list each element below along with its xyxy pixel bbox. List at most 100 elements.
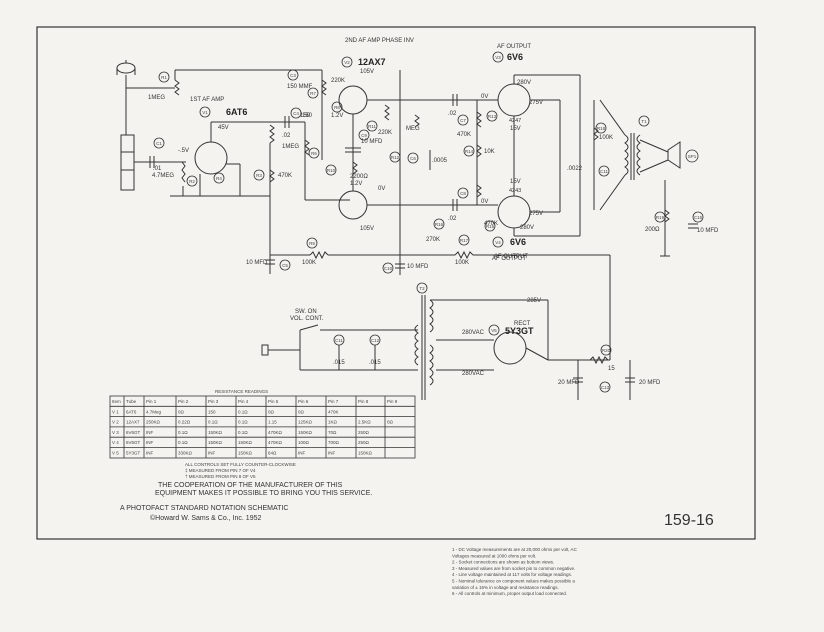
table-header-cell: Pin 5 (268, 399, 279, 404)
svg-text:470K: 470K (484, 221, 498, 227)
svg-text:4.7MEG: 4.7MEG (152, 173, 174, 179)
footnote-line: 1 - DC Voltage measurements are at 20,00… (452, 547, 578, 552)
v2-role: 2ND AF AMP PHASE INV (345, 38, 414, 44)
table-cell: 0.1Ω (238, 430, 248, 435)
svg-text:C10: C10 (384, 266, 393, 271)
svg-text:.02: .02 (282, 133, 291, 139)
svg-text:280VAC: 280VAC (462, 371, 485, 377)
svg-text:.015: .015 (369, 360, 381, 366)
v2-section: 2ND AF AMP PHASE INV 12AX7 V2 105V 220K … (302, 38, 448, 260)
svg-text:.0022: .0022 (567, 166, 583, 172)
svg-text:270K: 270K (426, 237, 440, 243)
schematic-frame (36, 26, 756, 540)
svg-text:R14: R14 (465, 149, 474, 154)
table-cell: 0Ω (298, 409, 305, 414)
table-cell: 1KΩ (328, 420, 338, 425)
svg-text:.02: .02 (448, 111, 457, 117)
svg-text:100K: 100K (455, 260, 469, 266)
table-cell: 150KΩ (238, 451, 253, 456)
svg-text:0V: 0V (378, 186, 385, 192)
table-cell: 6V6GT (126, 440, 141, 445)
output-section: AF OUTPUT 6V6 V3 280V 275V 15V 0V 4247 1… (382, 44, 719, 360)
table-cell: 5Y3GT (126, 451, 141, 456)
svg-text:C12: C12 (371, 338, 380, 343)
output-transformer-icon (624, 134, 629, 176)
v5-tube-icon (493, 331, 527, 365)
svg-text:10 MFD: 10 MFD (361, 139, 383, 145)
table-cell: 125KΩ (298, 420, 313, 425)
table-header-cell: Pin 8 (358, 399, 369, 404)
table-cell: 64Ω (268, 451, 277, 456)
svg-text:150: 150 (300, 113, 311, 119)
svg-text:R13: R13 (488, 114, 497, 119)
table-cell: 150KΩ (208, 430, 223, 435)
table-header-cell: Pin 4 (238, 399, 249, 404)
power-plug-icon (261, 344, 269, 356)
svg-text:0V: 0V (481, 94, 488, 100)
v4-type: 6V6 (510, 237, 526, 247)
table-cell: 250Ω (358, 440, 370, 445)
v1-tube-icon (194, 141, 228, 175)
svg-text:R15: R15 (486, 224, 495, 229)
table-header-cell: Pin 3 (208, 399, 219, 404)
svg-text:C4: C4 (293, 111, 299, 116)
svg-text:200Ω: 200Ω (645, 227, 660, 233)
svg-text:.02: .02 (448, 216, 457, 222)
v2b-tube-icon (338, 190, 368, 220)
table-cell: V 1 (112, 409, 119, 414)
standard-notation: A PHOTOFACT STANDARD NOTATION SCHEMATIC (120, 505, 288, 512)
table-cell: 0.1Ω (238, 409, 248, 414)
footnote-line: 6 - All controls at minimum, proper outp… (452, 591, 567, 596)
svg-text:-.5V: -.5V (178, 148, 189, 154)
svg-text:100K: 100K (599, 135, 613, 141)
svg-text:R18: R18 (597, 126, 606, 131)
svg-text:280VAC: 280VAC (462, 330, 485, 336)
v3-type: 6V6 (507, 52, 523, 62)
svg-text:4243: 4243 (509, 188, 521, 194)
table-cell: 0.22Ω (178, 420, 191, 425)
table-cell: 250KΩ (146, 420, 161, 425)
footnotes: 1 - DC Voltage measurements are at 20,00… (452, 547, 578, 596)
v1-section: R1 1MEG C1 .01 4.7MEG R2 6AT6 1ST AF AMP… (116, 60, 400, 274)
svg-text:275V: 275V (529, 100, 543, 106)
table-header-cell: Pin 7 (328, 399, 339, 404)
table-cell: 0.1Ω (178, 430, 188, 435)
r1-value: 1MEG (148, 95, 165, 101)
footnote-line: 2 - Socket connections are shown as bott… (452, 560, 554, 565)
table-cell: 12AX7 (126, 420, 140, 425)
svg-text:1.2V: 1.2V (350, 181, 362, 187)
v4-role: AF OUTPUT (492, 256, 526, 262)
table-cell: 70Ω (328, 430, 337, 435)
v4-tube-icon (497, 195, 531, 229)
power-transformer-icon (414, 324, 419, 366)
svg-text:20 MFD: 20 MFD (558, 380, 580, 386)
svg-text:V2: V2 (344, 60, 350, 65)
table-cell: 6V6GT (126, 430, 141, 435)
footnote-line: 5 - Nominal tolerance on component value… (452, 579, 575, 584)
table-cell: 0Ω (178, 409, 185, 414)
svg-text:220K: 220K (378, 130, 392, 136)
table-cell: 0Ω (268, 409, 275, 414)
svg-text:R17: R17 (460, 238, 469, 243)
svg-text:R10: R10 (327, 168, 336, 173)
svg-text:220K: 220K (331, 78, 345, 84)
table-header-cell: Tube (126, 399, 137, 404)
svg-text:V4: V4 (495, 240, 501, 245)
table-header-cell: Pin 6 (298, 399, 309, 404)
svg-text:45V: 45V (218, 125, 229, 131)
svg-text:C11: C11 (335, 338, 343, 343)
svg-text:C7: C7 (460, 118, 466, 123)
table-cell: 150KΩ (358, 451, 373, 456)
svg-text:280V: 280V (517, 80, 531, 86)
svg-text:VOL. CONT.: VOL. CONT. (290, 316, 324, 322)
svg-text:1.2V: 1.2V (331, 113, 343, 119)
table-cell: INF (146, 430, 154, 435)
v2a-tube-icon (338, 85, 368, 115)
svg-text:R6: R6 (311, 151, 317, 156)
svg-text:C13: C13 (601, 385, 610, 390)
svg-text:R3: R3 (256, 173, 262, 178)
svg-text:280V: 280V (520, 225, 534, 231)
table-cell: V 4 (112, 440, 119, 445)
